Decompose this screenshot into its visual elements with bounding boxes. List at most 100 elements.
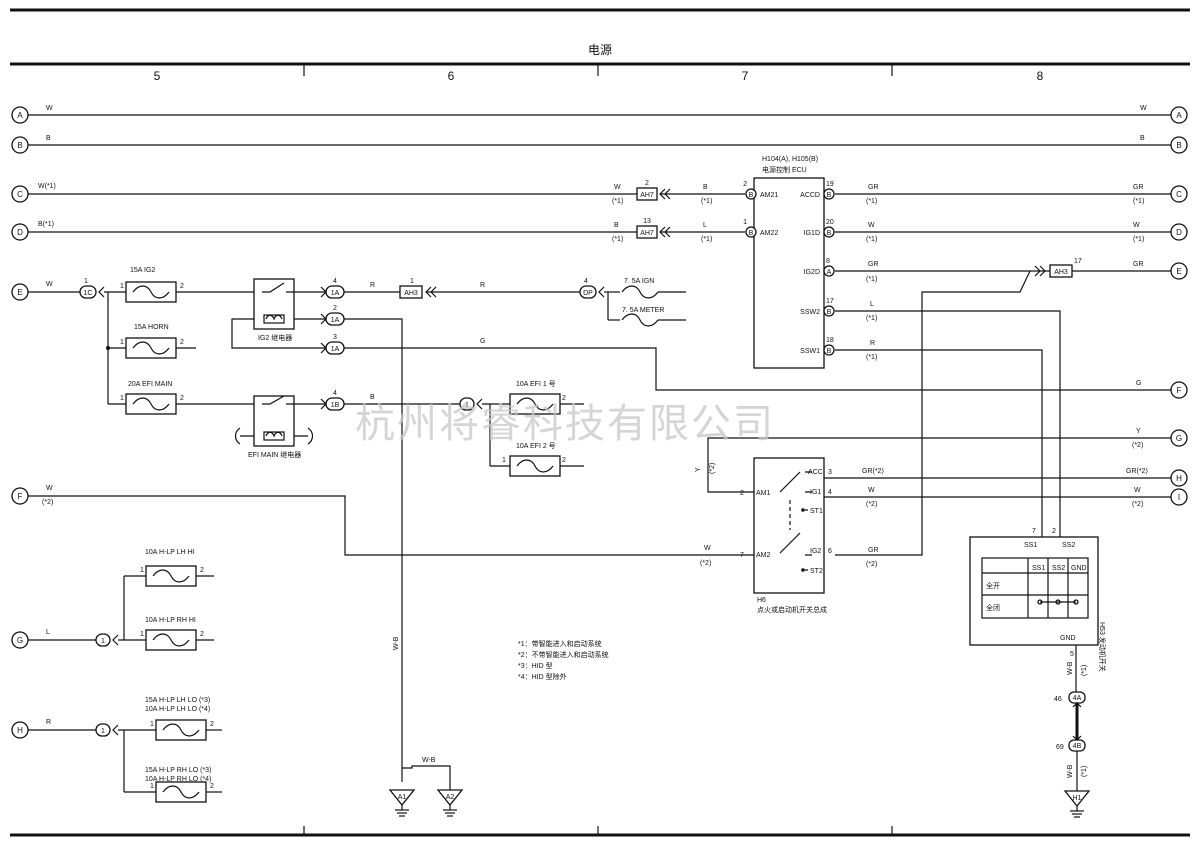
svg-text:15A IG2: 15A IG2 bbox=[130, 267, 155, 274]
bus-marker-f: F bbox=[1170, 381, 1188, 399]
connector-ah3: AH3 1 bbox=[399, 278, 437, 299]
wire-note: (*2) bbox=[709, 463, 716, 474]
svg-text:点火或启动机开关总成: 点火或启动机开关总成 bbox=[757, 605, 827, 614]
wire-color: GR bbox=[1133, 261, 1144, 268]
svg-text:2: 2 bbox=[562, 457, 566, 464]
page-title: 电源 bbox=[588, 43, 612, 57]
svg-text:1: 1 bbox=[410, 278, 414, 285]
wire-color: Y bbox=[695, 467, 702, 472]
wire-color: W bbox=[614, 184, 621, 191]
wire-color: W bbox=[46, 485, 53, 492]
connector-ah3: AH3 17 bbox=[1034, 258, 1082, 278]
fuse-ign: 7. 5A IGN bbox=[621, 278, 686, 299]
bus-marker-h: H bbox=[11, 721, 29, 739]
wire-color: G bbox=[1136, 380, 1141, 387]
svg-text:R: R bbox=[870, 340, 875, 347]
svg-text:AM22: AM22 bbox=[760, 230, 778, 237]
fuse-meter: 7. 5A METER bbox=[621, 307, 686, 327]
pin-number: 7 bbox=[1032, 528, 1036, 535]
bus-marker-g: G bbox=[11, 631, 29, 649]
wire-note: (*1) bbox=[1133, 198, 1144, 205]
svg-text:AH7: AH7 bbox=[640, 192, 654, 199]
svg-text:2: 2 bbox=[180, 395, 184, 402]
svg-text:F: F bbox=[1177, 386, 1182, 395]
svg-text:10A EFI 1 号: 10A EFI 1 号 bbox=[516, 380, 556, 388]
svg-text:SS2: SS2 bbox=[1062, 542, 1075, 549]
svg-text:1C: 1C bbox=[84, 290, 93, 297]
connector-1a: 1A 4 bbox=[320, 278, 345, 299]
ecu-pin: B 2 AM21 bbox=[743, 181, 778, 200]
pin-number: 2 bbox=[1052, 528, 1056, 535]
svg-text:4B: 4B bbox=[1073, 743, 1082, 750]
wire-note: (*2) bbox=[1132, 501, 1143, 508]
svg-text:H: H bbox=[17, 726, 23, 735]
svg-text:3: 3 bbox=[333, 334, 337, 341]
svg-text:1: 1 bbox=[101, 638, 105, 645]
bus-marker-e: E bbox=[1170, 262, 1188, 280]
svg-text:2: 2 bbox=[333, 305, 337, 312]
svg-text:A: A bbox=[17, 111, 23, 120]
svg-text:G: G bbox=[17, 636, 23, 645]
fuse-hlp-rh-hi: 10A H-LP RH HI 1 2 bbox=[140, 617, 204, 651]
svg-text:EFI MAIN 继电器: EFI MAIN 继电器 bbox=[248, 450, 301, 459]
ground-a2: A2 bbox=[436, 789, 464, 817]
wire-color: R bbox=[480, 282, 485, 289]
ecu-subtitle: 电源控制 ECU bbox=[762, 165, 807, 174]
svg-text:(*1): (*1) bbox=[866, 354, 877, 361]
svg-text:1A: 1A bbox=[331, 290, 340, 297]
fuse-hlp-lh-hi: 10A H-LP LH HI 1 2 bbox=[140, 549, 204, 587]
wire-color: W bbox=[704, 545, 711, 552]
engine-switch-h53: SS1 SS2 SS1 SS2 GND 全开 全闭 GND H53 发动机开关 bbox=[969, 536, 1107, 672]
wire-color: B(*1) bbox=[38, 221, 54, 228]
column-ticks bbox=[303, 64, 893, 835]
fuse-efi2: 10A EFI 2 号 1 2 bbox=[502, 442, 566, 477]
svg-text:SS1: SS1 bbox=[1024, 542, 1037, 549]
svg-text:1A: 1A bbox=[331, 317, 340, 324]
svg-text:ST2: ST2 bbox=[810, 568, 823, 575]
svg-text:GR: GR bbox=[868, 184, 879, 191]
connector-1: 1 bbox=[95, 723, 119, 737]
footnote: *4：HID 型除外 bbox=[518, 672, 567, 681]
pin-number: 5 bbox=[1070, 651, 1074, 658]
footnotes: *1：带智能进入和启动系统 *2：不带智能进入和启动系统 *3：HID 型 *4… bbox=[518, 639, 609, 681]
svg-text:H53 发动机开关: H53 发动机开关 bbox=[1098, 622, 1107, 672]
connector-1b: 1B 4 bbox=[320, 390, 345, 411]
wire-note: (*2) bbox=[866, 561, 877, 568]
wire-color: W bbox=[46, 105, 53, 112]
svg-text:AH7: AH7 bbox=[640, 230, 654, 237]
fuse-20a-efi-main: 20A EFI MAIN 1 2 bbox=[120, 381, 184, 415]
wire-color: R bbox=[370, 282, 375, 289]
svg-text:2: 2 bbox=[210, 783, 214, 790]
wire-note: (*1) bbox=[1081, 766, 1088, 777]
column-label: 5 bbox=[154, 69, 161, 83]
wire-note: (*2) bbox=[42, 499, 53, 506]
svg-text:W: W bbox=[868, 222, 875, 229]
svg-text:2: 2 bbox=[180, 339, 184, 346]
wire-color: W bbox=[1140, 105, 1147, 112]
svg-text:ST1: ST1 bbox=[810, 508, 823, 515]
svg-text:18: 18 bbox=[826, 337, 834, 344]
svg-text:1: 1 bbox=[84, 278, 88, 285]
svg-text:I: I bbox=[1178, 493, 1180, 502]
svg-text:全开: 全开 bbox=[986, 581, 1000, 590]
svg-text:17: 17 bbox=[826, 298, 834, 305]
connector-1a: 1A 2 bbox=[320, 305, 345, 326]
svg-text:GR: GR bbox=[868, 261, 879, 268]
svg-text:ACCD: ACCD bbox=[800, 192, 820, 199]
svg-text:SSW2: SSW2 bbox=[800, 309, 820, 316]
column-label: 7 bbox=[742, 69, 749, 83]
svg-text:2: 2 bbox=[200, 631, 204, 638]
connector-ah7: AH7 2 bbox=[636, 180, 671, 201]
watermark: 杭州将睿科技有限公司 bbox=[355, 401, 775, 447]
svg-text:20A EFI MAIN: 20A EFI MAIN bbox=[128, 381, 172, 388]
svg-text:(*1): (*1) bbox=[866, 315, 877, 322]
svg-text:B: B bbox=[749, 230, 754, 237]
ecu-pin: B 19 ACCD GR (*1) bbox=[800, 181, 878, 205]
svg-text:10A EFI 2 号: 10A EFI 2 号 bbox=[516, 442, 556, 450]
svg-text:GND: GND bbox=[1071, 565, 1087, 572]
bus-marker-d: D bbox=[11, 223, 29, 241]
ecu-pin: B 17 SSW2 L (*1) bbox=[800, 298, 877, 322]
svg-text:3: 3 bbox=[828, 469, 832, 476]
svg-text:2: 2 bbox=[645, 180, 649, 187]
